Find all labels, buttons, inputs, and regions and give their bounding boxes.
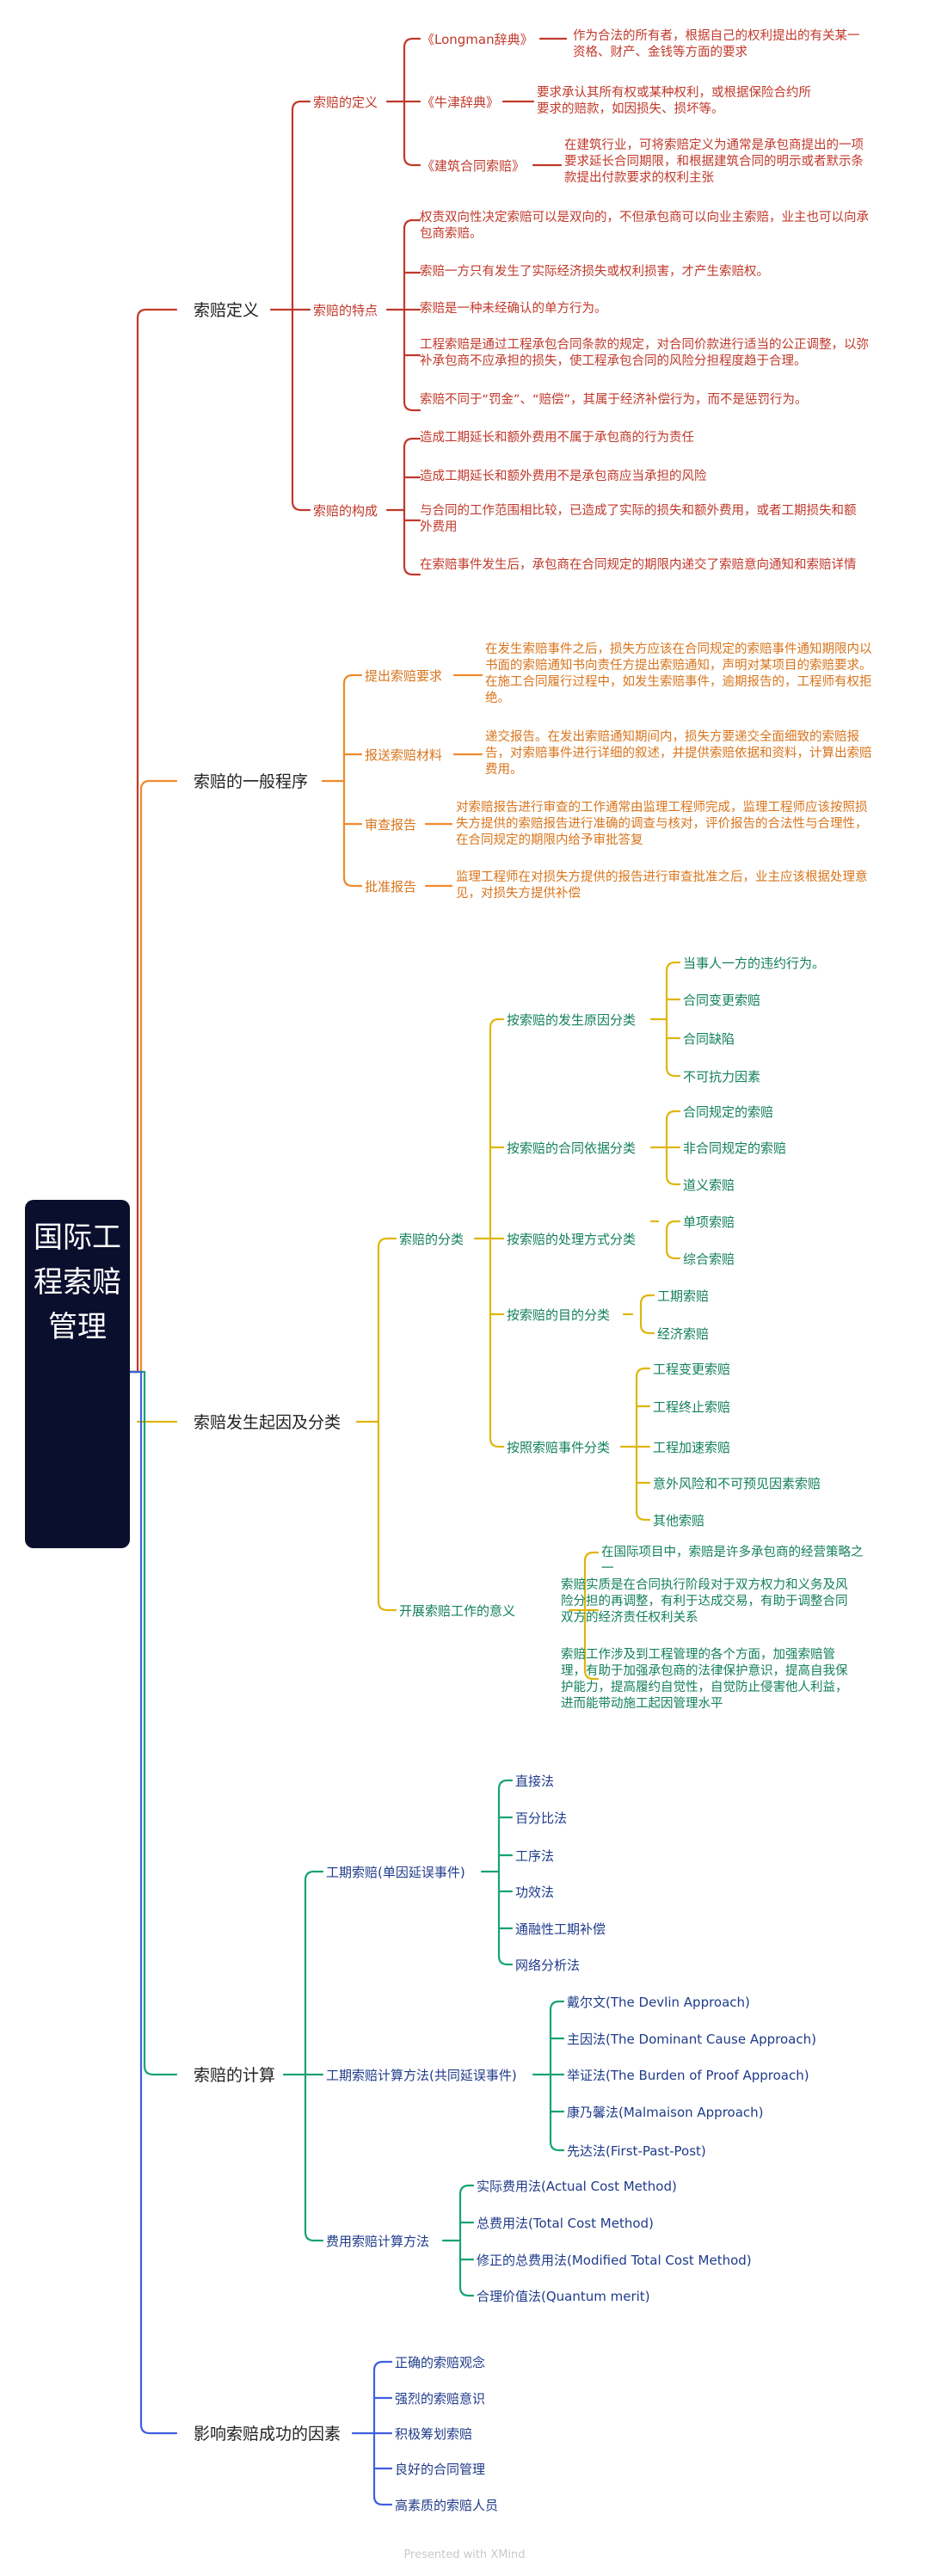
main-topic-success[interactable]: 影响索赔成功的因素 [194,2425,341,2444]
def-source-construction[interactable]: 《建筑合同索赔》 [421,158,526,174]
success-item[interactable]: 良好的合同管理 [395,2462,486,2477]
procedure-text-submit[interactable]: 在发生索赔事件之后，损失方应该在合同规定的索赔事件通知期限内以书面的索赔通知书向… [485,642,872,705]
calc-item[interactable]: 总费用法(Total Cost Method) [477,2216,654,2231]
class-group-basis[interactable]: 按索赔的合同依据分类 [507,1140,637,1156]
success-item[interactable]: 正确的索赔观念 [395,2355,486,2370]
class-item[interactable]: 合同规定的索赔 [683,1104,774,1120]
main-topic-causes[interactable]: 索赔发生起因及分类 [194,1413,341,1432]
def-text-oxford[interactable]: 要求承认其所有权或某种权利，或根据保险合约所要求的赔款，如因损失、损坏等。 [537,86,811,116]
calc-item[interactable]: 戴尔文(The Devlin Approach) [567,1995,750,2010]
calc-item[interactable]: 直接法 [515,1774,555,1789]
calc-item[interactable]: 网络分析法 [515,1958,581,1973]
class-item[interactable]: 意外风险和不可预见因素索赔 [653,1476,821,1491]
feature-item[interactable]: 工程索赔是通过工程承包合同条款的规定，对合同价款进行适当的公正调整，以弥补承包商… [420,338,869,368]
connector-root-calculation [128,1370,178,2076]
class-item[interactable]: 合同变更索赔 [683,993,761,1008]
composition-item[interactable]: 造成工期延长和额外费用不属于承包商的行为责任 [420,431,694,445]
calc-item[interactable]: 实际费用法(Actual Cost Method) [477,2179,677,2194]
success-item[interactable]: 积极筹划索赔 [395,2426,473,2442]
connector-root-success [128,1370,178,2435]
def-source-longman[interactable]: 《Longman辞典》 [421,32,533,47]
calc-item[interactable]: 功效法 [515,1884,555,1900]
feature-item[interactable]: 权责双向性决定索赔可以是双向的，不但承包商可以向业主索赔，业主也可以向承包商索赔… [420,211,869,241]
calc-group-cost[interactable]: 费用索赔计算方法 [326,2234,430,2249]
class-item[interactable]: 经济索赔 [657,1326,710,1342]
composition-item[interactable]: 造成工期延长和额外费用不是承包商应当承担的风险 [420,470,707,483]
class-group-purpose[interactable]: 按索赔的目的分类 [507,1307,611,1323]
subtopic-features[interactable]: 索赔的特点 [313,303,378,318]
success-item[interactable]: 强烈的索赔意识 [395,2391,486,2407]
root-node[interactable]: 国际工程索赔管理 [25,1200,130,1548]
class-item[interactable]: 工期索赔 [657,1288,710,1304]
class-item[interactable]: 工程终止索赔 [653,1399,731,1415]
connector-root-procedure [128,779,178,1374]
calc-group-joint[interactable]: 工期索赔计算方法(共同延误事件) [326,2068,517,2083]
subtopic-definition[interactable]: 索赔的定义 [313,95,378,110]
calc-item[interactable]: 举证法(The Burden of Proof Approach) [567,2068,809,2083]
feature-item[interactable]: 索赔一方只有发生了实际经济损失或权利损害，才产生索赔权。 [420,265,769,279]
procedure-step-submit[interactable]: 提出索赔要求 [365,668,443,684]
main-topic-procedure[interactable]: 索赔的一般程序 [194,772,309,791]
class-item[interactable]: 其他索赔 [653,1513,705,1528]
class-item[interactable]: 道义索赔 [683,1177,735,1193]
significance-item[interactable]: 在国际项目中，索赔是许多承包商的经营策略之一 [601,1546,864,1576]
procedure-text-materials[interactable]: 递交报告。在发出索赔通知期间内，损失方要递交全面细致的索赔报告，对索赔事件进行详… [485,730,872,777]
calc-item[interactable]: 工序法 [515,1848,555,1864]
calc-item[interactable]: 百分比法 [515,1811,568,1826]
subtopic-classification[interactable]: 索赔的分类 [399,1232,464,1247]
procedure-text-review[interactable]: 对索赔报告进行审查的工作通常由监理工程师完成，监理工程师应该按照损失方提供的索赔… [456,801,868,847]
procedure-text-approve[interactable]: 监理工程师在对损失方提供的报告进行审查批准之后，业主应该根据处理意见，对损失方提… [456,870,868,901]
calc-item[interactable]: 通融性工期补偿 [515,1921,606,1937]
calc-item[interactable]: 主因法(The Dominant Cause Approach) [567,2032,816,2047]
class-item[interactable]: 合同缺陷 [683,1031,735,1047]
calc-item[interactable]: 修正的总费用法(Modified Total Cost Method) [477,2253,752,2268]
main-topic-calculation[interactable]: 索赔的计算 [194,2066,276,2085]
class-item[interactable]: 工程加速索赔 [653,1440,731,1455]
success-item[interactable]: 高素质的索赔人员 [395,2498,499,2513]
class-item[interactable]: 综合索赔 [683,1251,735,1267]
def-text-construction[interactable]: 在建筑行业，可将索赔定义为通常是承包商提出的一项要求延长合同期限，和根据建筑合同… [564,138,864,185]
class-group-event[interactable]: 按照索赔事件分类 [507,1440,611,1455]
calc-item[interactable]: 合理价值法(Quantum merit) [477,2289,650,2304]
subtopic-significance[interactable]: 开展索赔工作的意义 [399,1603,516,1619]
root-title: 国际工程索赔管理 [34,1220,121,1344]
class-item[interactable]: 工程变更索赔 [653,1362,731,1377]
connector-root-definition [128,308,178,1374]
calc-item[interactable]: 康乃馨法(Malmaison Approach) [567,2105,764,2120]
procedure-step-materials[interactable]: 报送索赔材料 [365,747,443,763]
def-source-oxford[interactable]: 《牛津辞典》 [421,95,500,110]
main-topic-definition[interactable]: 索赔定义 [194,301,260,320]
def-text-longman[interactable]: 作为合法的所有者，根据自己的权利提出的有关某一资格、财产、金钱等方面的要求 [573,29,860,59]
composition-item[interactable]: 在索赔事件发生后，承包商在合同规定的期限内递交了索赔意向通知和索赔详情 [420,558,857,572]
feature-item[interactable]: 索赔是一种未经确认的单方行为。 [420,302,607,316]
class-group-handling[interactable]: 按索赔的处理方式分类 [507,1232,637,1247]
feature-item[interactable]: 索赔不同于“罚金”、“赔偿”，其属于经济补偿行为，而不是惩罚行为。 [420,393,808,407]
class-item[interactable]: 当事人一方的违约行为。 [683,956,826,971]
procedure-step-review[interactable]: 审查报告 [365,817,417,833]
footer-watermark: Presented with XMind [403,2548,526,2561]
class-item[interactable]: 单项索赔 [683,1214,735,1230]
subtopic-composition[interactable]: 索赔的构成 [313,503,378,519]
calc-item[interactable]: 先达法(First-Past-Post) [567,2143,706,2159]
class-item[interactable]: 非合同规定的索赔 [683,1140,787,1156]
procedure-step-approve[interactable]: 批准报告 [365,879,417,895]
class-group-cause[interactable]: 按索赔的发生原因分类 [507,1012,637,1028]
composition-item[interactable]: 与合同的工作范围相比较，已造成了实际的损失和额外费用，或者工期损失和额外费用 [420,504,857,534]
calc-group-single[interactable]: 工期索赔(单因延误事件) [326,1865,465,1880]
significance-item[interactable]: 索赔实质是在合同执行阶段对于双方权力和义务及风险分担的再调整，有利于达成交易，有… [561,1578,848,1625]
class-item[interactable]: 不可抗力因素 [683,1069,761,1085]
significance-item[interactable]: 索赔工作涉及到工程管理的各个方面，加强索赔管理，有助于加强承包商的法律保护意识，… [561,1648,848,1711]
